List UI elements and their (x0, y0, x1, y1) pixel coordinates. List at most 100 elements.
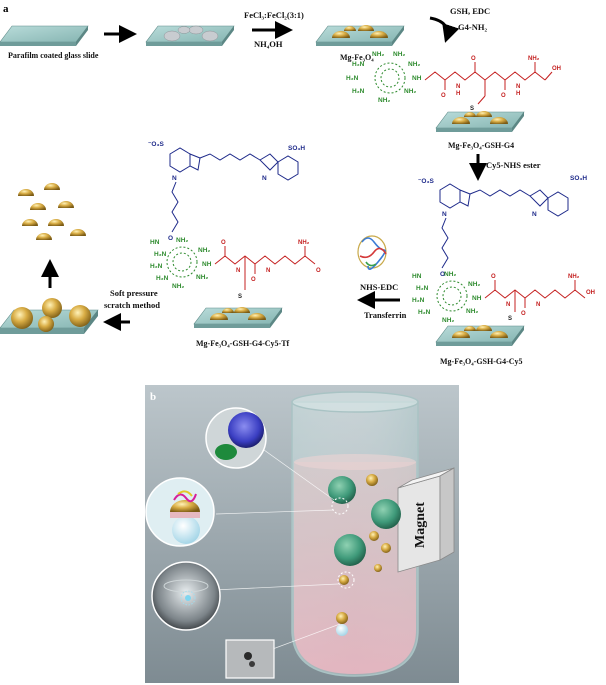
reagent-4-line1: NHS-EDC (360, 282, 398, 292)
so3h-group: SO₃H (570, 175, 587, 182)
nh2-group: NH₂ (198, 247, 210, 254)
h2n-group: H₂N (418, 309, 431, 316)
mg-slide (145, 25, 235, 46)
slide-caption: Parafilm coated glass slide (8, 51, 99, 60)
s-atom: S (470, 106, 474, 112)
h-atom: H (516, 91, 520, 97)
nh2-group: NH₂ (568, 274, 580, 280)
micro-particle (374, 564, 382, 572)
panel-b-label: b (150, 391, 156, 403)
cell-inset (205, 407, 267, 469)
transferrin-protein (357, 235, 387, 270)
nh2-group: NH₂ (176, 237, 188, 244)
reagent-1-line1: FeCl₃:FeCl₂(3:1) (244, 10, 304, 20)
nh2-group: NH₂ (442, 317, 454, 324)
microscopy-inset (225, 639, 275, 679)
micro-particle (369, 531, 379, 541)
reagent-2-line1: GSH, EDC (450, 6, 490, 16)
oh-group: OH (552, 66, 561, 72)
h2n-group: H₂N (352, 88, 365, 95)
highlight-ring (337, 571, 355, 589)
micro-particle (381, 543, 391, 553)
nh2-group: NH₂ (172, 283, 184, 290)
parafilm-slide (0, 25, 89, 46)
nh2-group: NH₂ (196, 274, 208, 281)
mgfe3o4-caption: Mg-Fe₃O₄ (340, 53, 374, 62)
h2n-group: H₂N (352, 61, 365, 68)
panel-b: b Magnet (145, 385, 459, 683)
o-atom: O (221, 240, 226, 246)
nh2-group: NH₂ (393, 51, 405, 58)
nh2-group: NH₂ (466, 308, 478, 315)
micro-particle (339, 575, 349, 585)
nh2-group: NH₂ (404, 88, 416, 95)
reagent-2-line2: G4-NH₂ (458, 22, 487, 32)
o-atom: O (441, 93, 446, 99)
nh2-group: NH₂ (408, 61, 420, 68)
reagent-5-line2: scratch method (104, 300, 160, 310)
nh2-group: NH₂ (372, 51, 384, 58)
o-atom: O (521, 311, 526, 317)
h2n-group: H₂N (150, 263, 163, 270)
arrow-3 (429, 16, 460, 43)
o-atom: O (471, 56, 476, 62)
h-atom: H (456, 91, 460, 97)
n-atom: N (506, 302, 510, 308)
nh2-group: NH₂ (528, 56, 540, 62)
h2n-group: H₂N (154, 251, 167, 258)
magnet-label: Magnet (413, 502, 428, 548)
reagent-5-line1: Soft pressure (110, 288, 158, 298)
free-particles (18, 183, 86, 240)
tf-caption: Mg-Fe₃O₄-GSH-G4-Cy5-Tf (196, 339, 290, 348)
reagent-4-line2: Transferrin (364, 310, 407, 320)
hn-group: HN (412, 273, 422, 280)
mgfe3o4-slide (315, 25, 405, 46)
o-atom: O (168, 235, 173, 242)
oh-group: OH (586, 290, 595, 296)
nh-group: NH (412, 75, 422, 82)
s-atom: S (508, 316, 512, 322)
n-atom: N (266, 268, 270, 274)
beaker-photo-inset (151, 561, 221, 631)
gsh-g4-caption: Mg-Fe₃O₄-GSH-G4 (448, 141, 514, 150)
cell-sphere (328, 476, 356, 504)
h2n-group: H₂N (346, 75, 359, 82)
released-slide (0, 298, 99, 334)
cy5-slide (435, 325, 525, 346)
h2n-group: H₂N (412, 297, 425, 304)
micro-particle (336, 612, 348, 624)
hn-group: HN (150, 239, 160, 246)
cy5-structure-right: ⁻O₃S SO₃H N N O HN NH₂ H₂N NH₂ H₂N NH H₂… (412, 175, 595, 324)
h2n-group: H₂N (416, 285, 429, 292)
s-atom: S (238, 294, 242, 300)
nh-group: NH (202, 261, 212, 268)
nh2-group: NH₂ (378, 97, 390, 104)
n-atom: N (516, 84, 520, 90)
nh2-group: NH₂ (444, 271, 456, 278)
n-atom: N (442, 211, 447, 218)
micro-particle (366, 474, 378, 486)
n-atom: N (236, 268, 240, 274)
gsh-g4-slide (435, 111, 525, 132)
o3s-group: ⁻O₃S (418, 178, 434, 185)
nh-group: NH (472, 295, 482, 302)
g4-gsh-structure: NH₂ NH₂ H₂N NH₂ H₂N NH H₂N NH₂ NH₂ O O O… (346, 51, 561, 112)
cy5-structure-left: ⁻O₃S SO₃H N N O HN NH₂ H₂N NH₂ H₂N NH H₂… (148, 141, 321, 300)
so3h-group: SO₃H (288, 145, 305, 152)
o-atom: O (251, 277, 256, 283)
cy5-tf-slide (193, 307, 283, 328)
magnet-block: Magnet (397, 467, 455, 573)
n-atom: N (262, 175, 267, 182)
o-atom: O (316, 268, 321, 274)
cell-sphere (371, 499, 401, 529)
o-atom: O (501, 93, 506, 99)
n-atom: N (536, 302, 540, 308)
o3s-group: ⁻O₃S (148, 141, 164, 148)
nh2-group: NH₂ (468, 281, 480, 288)
bubble (336, 624, 348, 636)
nh2-group: NH₂ (298, 240, 310, 246)
cy5-caption: Mg-Fe₃O₄-GSH-G4-Cy5 (440, 357, 523, 366)
cell-sphere (334, 534, 366, 566)
